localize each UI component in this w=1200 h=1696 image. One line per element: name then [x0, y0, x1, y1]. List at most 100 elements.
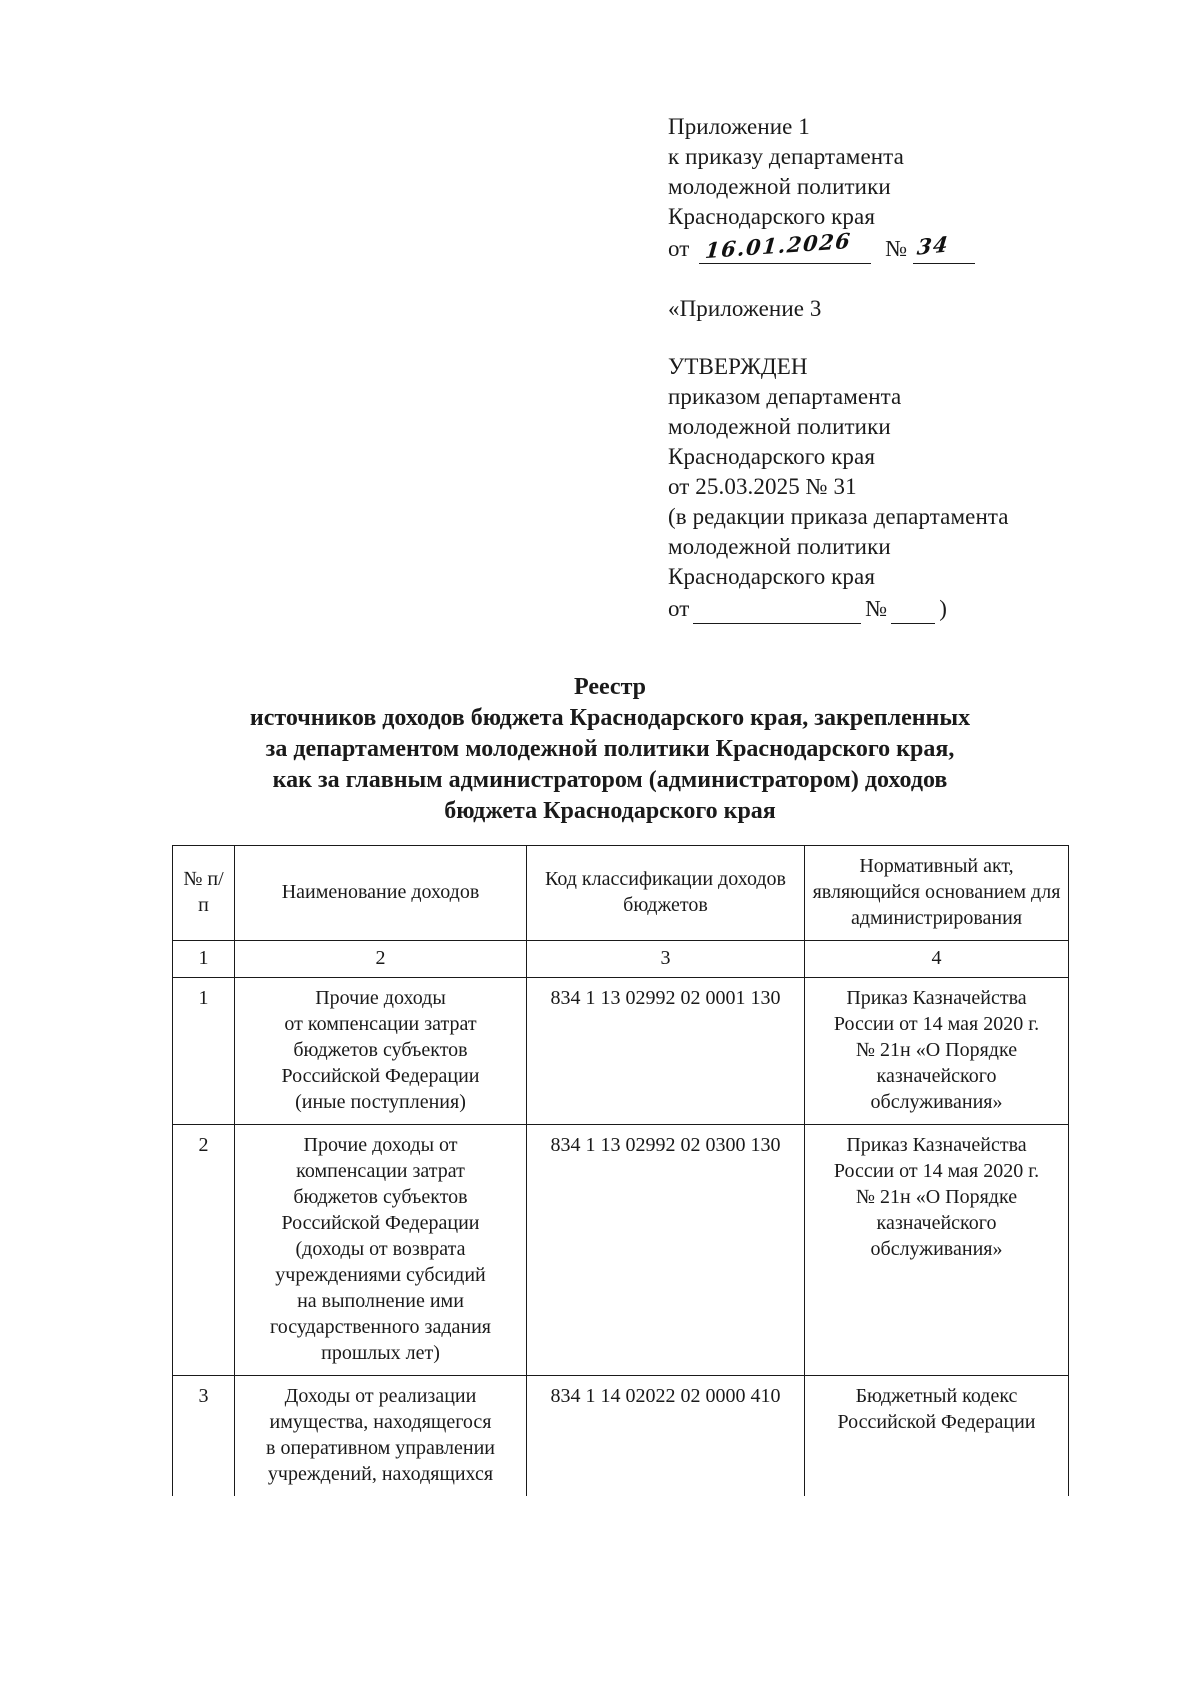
row-income-name: Прочие доходы от компенсации затрат бюдж… — [234, 1124, 527, 1376]
revision-department-line: молодежной политики — [668, 534, 891, 559]
normative-act-line: обслуживания» — [870, 1091, 1003, 1113]
income-name-line: (иные поступления) — [295, 1091, 466, 1113]
approval-reference-block: УТВЕРЖДЕН приказом департамента молодежн… — [668, 352, 1088, 624]
normative-act-line: казначейского — [876, 1065, 997, 1087]
normative-act-line: казначейского — [876, 1212, 997, 1234]
appendix-quote-line: «Приложение 3 — [668, 296, 822, 321]
column-header-normative-act: Нормативный акт, являющийся основанием д… — [804, 845, 1069, 941]
income-name-line: учреждений, находящихся — [267, 1463, 494, 1485]
document-header-zone: Приложение 1 к приказу департамента моло… — [668, 112, 1088, 624]
column-header-act-line2: являющийся основанием — [812, 881, 1027, 903]
row-income-name: Прочие доходы от компенсации затрат бюдж… — [234, 977, 527, 1125]
normative-act-line: обслуживания» — [870, 1238, 1003, 1260]
approved-date-number-line: от 25.03.2025 № 31 — [668, 474, 857, 499]
income-name-line: Доходы от реализации — [284, 1385, 477, 1407]
column-header-act-line1: Нормативный акт, — [859, 855, 1014, 877]
normative-act-line: России от 14 мая 2020 г. — [833, 1160, 1040, 1182]
table-row: 2 Прочие доходы от компенсации затрат бю… — [172, 1124, 1069, 1376]
revision-number-blank-field[interactable] — [891, 601, 936, 624]
revision-date-blank-field[interactable] — [693, 601, 862, 624]
column-header-number: № п/п — [172, 845, 235, 941]
row-normative-act: Приказ Казначейства России от 14 мая 202… — [804, 1124, 1069, 1376]
table-column-number-row: 1 2 3 4 — [172, 940, 1069, 978]
document-title: Реестр источников доходов бюджета Красно… — [150, 672, 1070, 827]
appendix-order-line: к приказу департамента — [668, 144, 904, 169]
row-normative-act: Приказ Казначейства России от 14 мая 202… — [804, 977, 1069, 1125]
approved-word: УТВЕРЖДЕН — [668, 354, 808, 379]
income-name-line: бюджетов субъектов — [293, 1039, 468, 1061]
row-classification-code: 834 1 14 02022 02 0000 410 — [526, 1375, 805, 1496]
appendix-date-handwritten-field: 16.01.2026 — [699, 228, 872, 264]
approved-order-line: приказом департамента — [668, 384, 902, 409]
column-header-code-line2: доходов бюджетов — [623, 868, 786, 916]
column-header-classification-code: Код классификации доходов бюджетов — [526, 845, 805, 941]
normative-act-line: России от 14 мая 2020 г. — [833, 1013, 1040, 1035]
normative-act-line: Приказ Казначейства — [846, 1134, 1027, 1156]
row-classification-code: 834 1 13 02992 02 0300 130 — [526, 1124, 805, 1376]
income-sources-registry-table: № п/п Наименование доходов Код классифик… — [172, 845, 1069, 1496]
income-name-line: в оперативном управлении — [266, 1437, 495, 1459]
title-line-3: за департаментом молодежной политики Кра… — [265, 736, 955, 762]
normative-act-line: Бюджетный кодекс — [855, 1385, 1018, 1407]
row-index: 2 — [172, 1124, 235, 1376]
header-spacer-1 — [668, 264, 1088, 294]
income-name-line: учреждениями субсидий — [275, 1264, 486, 1286]
income-name-line: Прочие доходы от — [303, 1134, 458, 1156]
row-income-name: Доходы от реализации имущества, находяще… — [234, 1375, 527, 1496]
column-header-income-name: Наименование доходов — [234, 845, 527, 941]
appendix-reference-block: Приложение 1 к приказу департамента моло… — [668, 112, 1088, 264]
column-number-3: 3 — [526, 940, 805, 978]
title-line-5: бюджета Краснодарского края — [444, 798, 776, 824]
table-row: 3 Доходы от реализации имущества, находя… — [172, 1375, 1069, 1496]
title-line-1: Реестр — [573, 674, 647, 700]
revision-number-symbol: № — [865, 596, 888, 621]
appendix-title-line: Приложение 1 — [668, 114, 810, 139]
approved-region-line: Краснодарского края — [668, 444, 876, 469]
row-normative-act: Бюджетный кодекс Российской Федерации — [804, 1375, 1069, 1496]
income-name-line: Российской Федерации — [281, 1212, 480, 1234]
income-name-line: (доходы от возврата — [295, 1238, 466, 1260]
row-index: 1 — [172, 977, 235, 1125]
income-name-line: от компенсации затрат — [284, 1013, 477, 1035]
normative-act-line: Приказ Казначейства — [846, 987, 1027, 1009]
income-name-line: на выполнение ими — [297, 1290, 464, 1312]
appendix-number-handwritten-field: 34 — [913, 231, 976, 264]
column-header-code-line1: Код классификации — [544, 868, 714, 890]
normative-act-line: № 21н «О Порядке — [855, 1039, 1018, 1061]
column-header-number-line1: № — [183, 868, 203, 890]
column-number-2: 2 — [234, 940, 527, 978]
appendix-number-handwritten-value: 34 — [916, 231, 951, 260]
title-line-4: как за главным администратором (админист… — [272, 767, 948, 793]
appendix-department-line: молодежной политики — [668, 174, 891, 199]
revision-date-label: от — [668, 596, 690, 621]
column-number-1: 1 — [172, 940, 235, 978]
income-name-line: Российской Федерации — [281, 1065, 480, 1087]
income-name-line: бюджетов субъектов — [293, 1186, 468, 1208]
appendix-region-line: Краснодарского края — [668, 204, 876, 229]
revision-blank-date-row: от № ) — [668, 592, 1088, 624]
column-header-act-line3: для администрирования — [850, 881, 1061, 929]
approved-department-line: молодежной политики — [668, 414, 891, 439]
revision-region-line: Краснодарского края — [668, 564, 876, 589]
income-name-line: имущества, находящегося — [269, 1411, 492, 1433]
income-name-line: компенсации затрат — [296, 1160, 465, 1182]
revision-opening-line: (в редакции приказа департамента — [668, 504, 1009, 529]
income-name-line: прошлых лет) — [321, 1342, 440, 1364]
normative-act-line: № 21н «О Порядке — [855, 1186, 1018, 1208]
column-header-number-line2: п/п — [198, 868, 224, 916]
column-header-income-name-text: Наименование доходов — [281, 881, 480, 903]
title-line-2: источников доходов бюджета Краснодарског… — [249, 705, 971, 731]
appendix-number-symbol: № — [885, 236, 908, 261]
appendix-date-label: от — [668, 236, 690, 261]
table-row: 1 Прочие доходы от компенсации затрат бю… — [172, 977, 1069, 1125]
normative-act-line: Российской Федерации — [837, 1411, 1036, 1433]
row-classification-code: 834 1 13 02992 02 0001 130 — [526, 977, 805, 1125]
income-name-line: Прочие доходы — [315, 987, 446, 1009]
appendix-date-number-row: от 16.01.2026 № 34 — [668, 228, 1088, 264]
table-header-row: № п/п Наименование доходов Код классифик… — [172, 845, 1069, 941]
income-name-line: государственного задания — [270, 1316, 491, 1338]
header-spacer-2 — [668, 324, 1088, 352]
revision-closing-paren: ) — [939, 596, 947, 621]
column-number-4: 4 — [804, 940, 1069, 978]
